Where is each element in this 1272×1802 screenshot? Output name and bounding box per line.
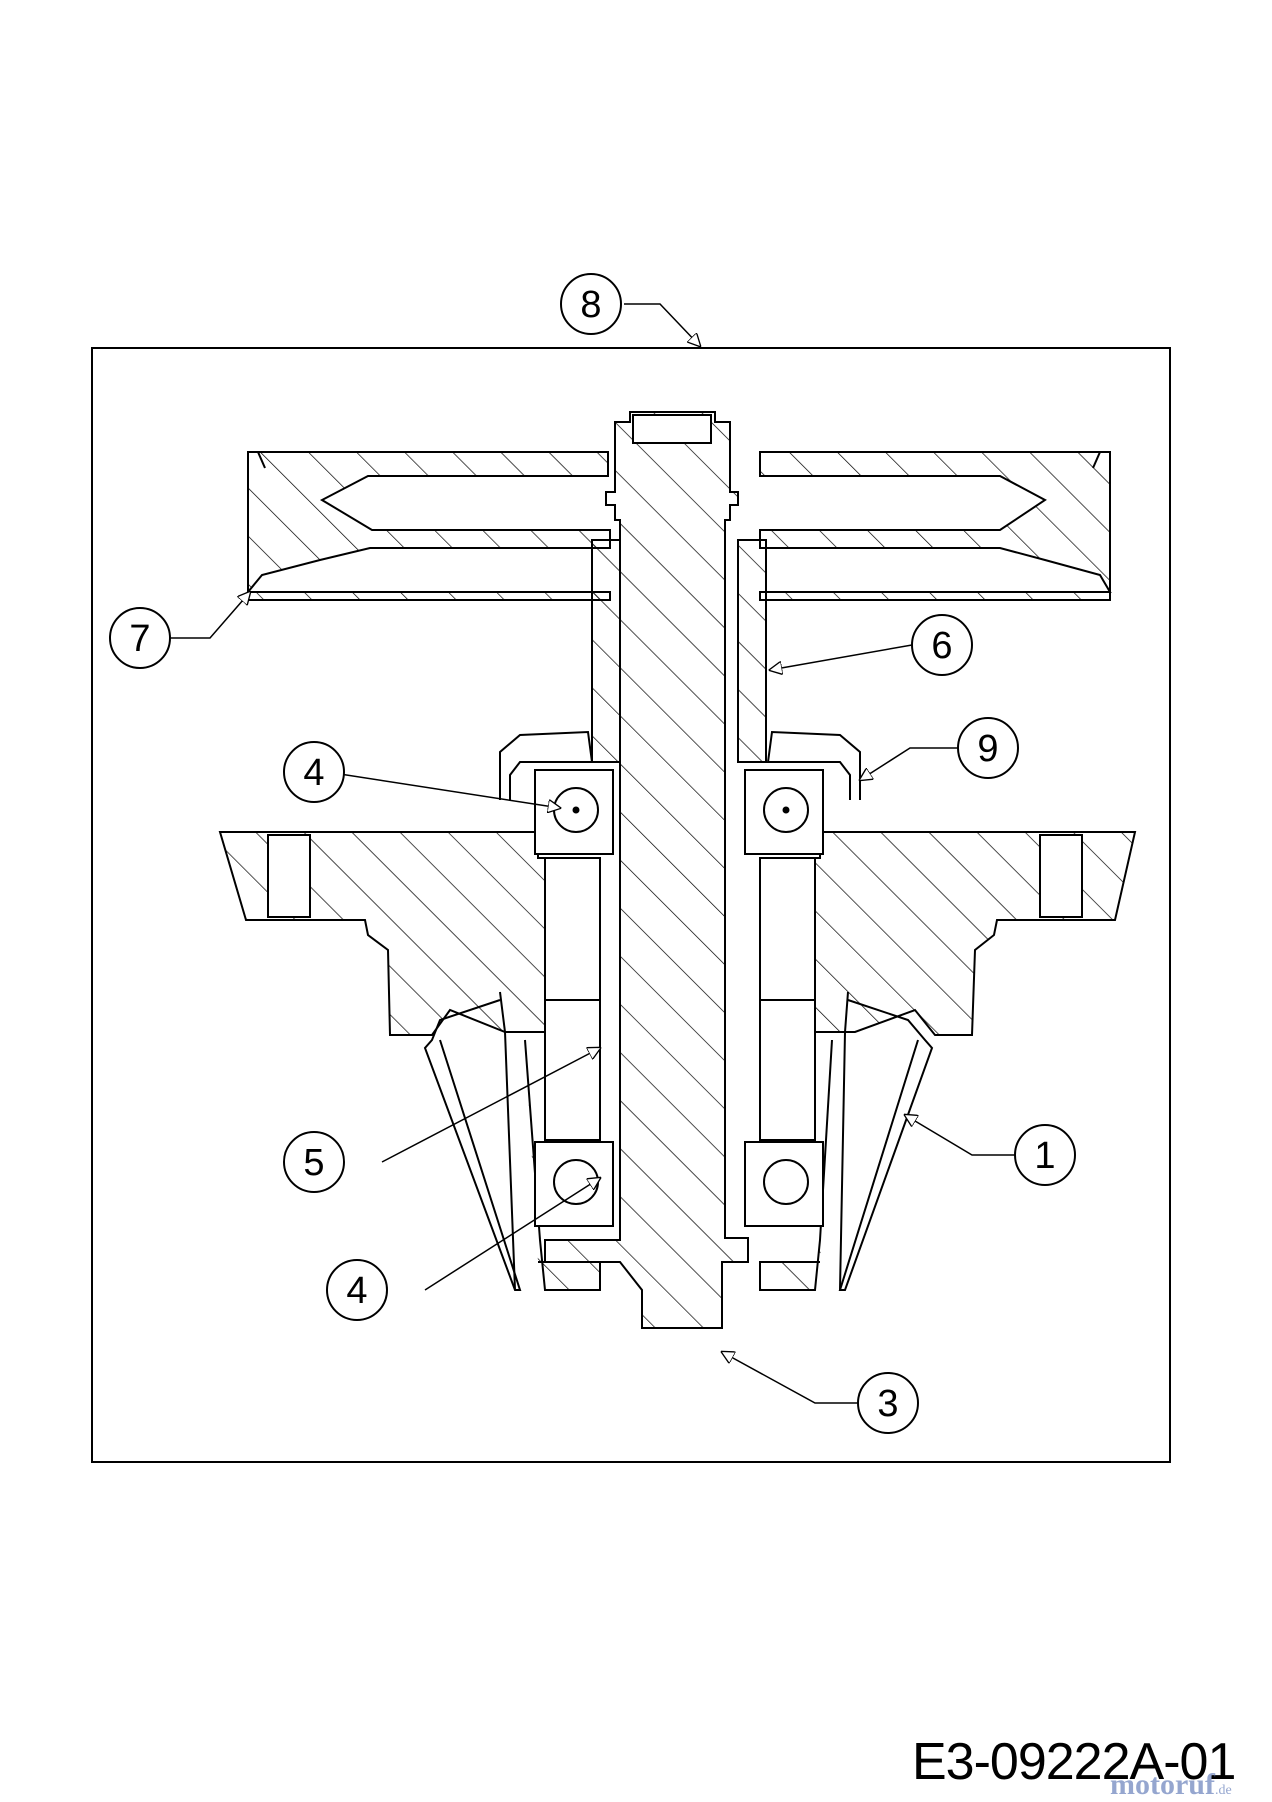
svg-text:4: 4 [303,752,324,794]
svg-text:3: 3 [877,1383,898,1425]
callout-8: 8 [560,273,622,335]
svg-text:5: 5 [303,1142,324,1184]
svg-text:7: 7 [129,618,150,660]
callout-6: 6 [911,614,973,676]
svg-text:1: 1 [1034,1135,1055,1177]
callout-4-upper: 4 [283,741,345,803]
callout-3: 3 [857,1372,919,1434]
callout-7: 7 [109,607,171,669]
document-code: E3-09222A-01 [912,1733,1236,1791]
spindle-housing [218,831,1137,1291]
spacer-sleeves [544,539,816,1141]
callout-9: 9 [957,717,1019,779]
bearings [534,769,824,1227]
callout-1: 1 [1014,1124,1076,1186]
watermark-main: motoruf [1110,1768,1215,1801]
callout-4-lower: 4 [326,1259,388,1321]
spindle-shaft [544,411,749,1329]
drawing-frame [91,347,1171,1463]
watermark-tld: .de [1214,1783,1232,1798]
svg-text:6: 6 [931,625,952,667]
leader-lines [167,303,1020,1404]
svg-text:8: 8 [580,284,601,326]
callout-5: 5 [283,1131,345,1193]
watermark-logo: motoruf.de [1110,1768,1232,1802]
bearing-cap [499,730,861,800]
svg-text:4: 4 [346,1270,367,1312]
svg-text:9: 9 [977,728,998,770]
